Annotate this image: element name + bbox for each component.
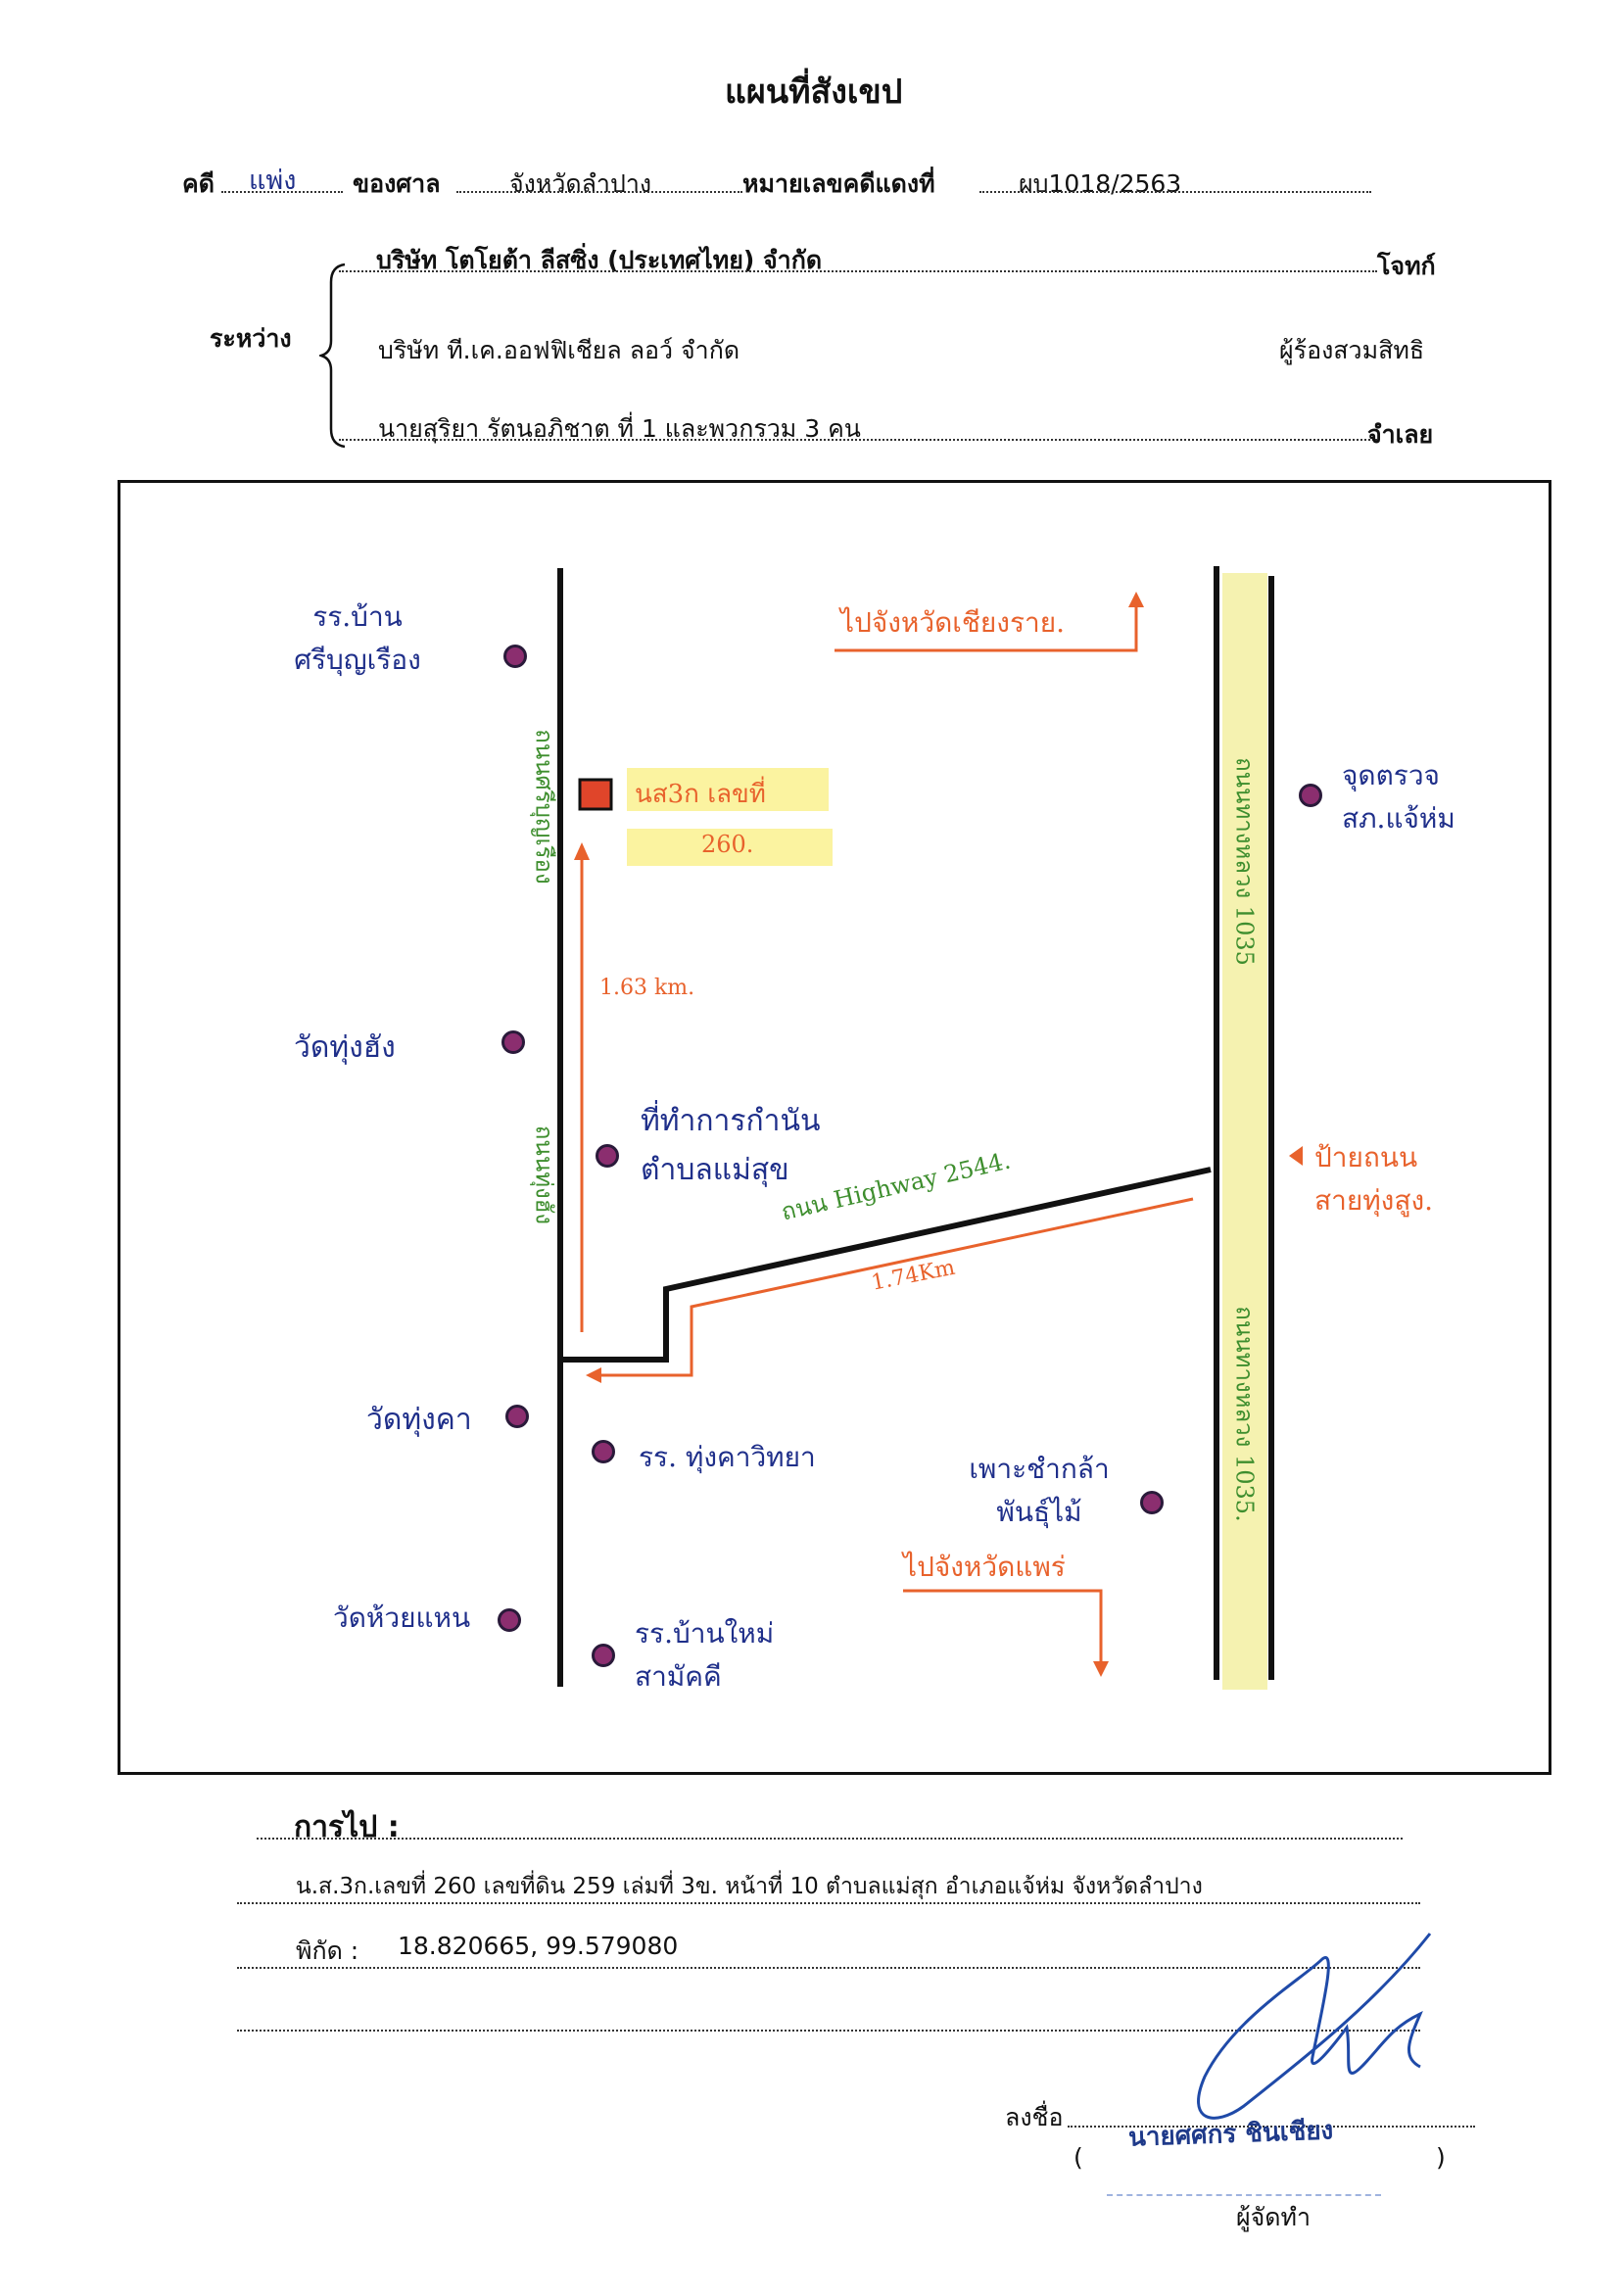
directions-dots xyxy=(257,1838,1403,1840)
coords-value: 18.820665, 99.579080 xyxy=(398,1932,679,1960)
label-road-left-bottom: ถนนทุ่งฮัง xyxy=(530,1124,558,1225)
case-type: แพ่ง xyxy=(249,166,297,196)
signature xyxy=(1197,1933,1432,2120)
sign-dots xyxy=(1068,2126,1475,2128)
label-highway-1035-top: ถนนทางหลวง 1035 xyxy=(1230,757,1259,966)
pin-school-si-bunrueang xyxy=(503,645,527,668)
paren-open: ( xyxy=(1073,2143,1083,2172)
subrogee-role: ผู้ร้องสวมสิทธิ xyxy=(1279,336,1425,364)
defendant-name: นายสุริยา รัตนอภิชาต ที่ 1 และพวกรวม 3 ค… xyxy=(378,414,861,443)
between-label: ระหว่าง xyxy=(210,324,292,353)
label-wat-thung-ching: วัดทุ่งฮัง xyxy=(294,1030,396,1065)
page-title: แผนที่สังเขป xyxy=(725,72,903,112)
case-label: คดี xyxy=(182,169,215,198)
map-frame xyxy=(118,480,1551,1775)
label-nursery: เพาะชำกล้าพันธุ์ไม้ xyxy=(969,1453,1110,1528)
case-no-label: หมายเลขคดีแดงที่ xyxy=(742,169,935,198)
signer-name: นายศศกร ชินเชียง xyxy=(1127,2116,1334,2153)
parcel-marker xyxy=(578,778,613,811)
signer-underline xyxy=(1107,2194,1381,2196)
label-road-sign: ป้ายถนน สายทุ่งสูง. xyxy=(1314,1141,1434,1217)
pin-wat-thung-ching xyxy=(501,1030,525,1054)
label-school-si-bunrueang: รร.บ้าน ศรีบุญเรือง xyxy=(294,600,421,676)
route-to-phrae xyxy=(903,1589,1103,1667)
label-dist-1: 1.63 km. xyxy=(599,976,695,1000)
case-no: ผบ1018/2563 xyxy=(1019,169,1182,198)
parcel-label-highlight xyxy=(627,768,829,811)
pin-checkpoint xyxy=(1299,784,1322,807)
label-kamnan-office: ที่ทำการกำนัน ตำบลแม่สุข xyxy=(641,1104,821,1187)
directions-text-dots xyxy=(237,1902,1420,1904)
pin-wat-huai-waen xyxy=(498,1608,521,1632)
sign-label: ลงชื่อ xyxy=(1005,2103,1064,2131)
paren-close: ) xyxy=(1436,2143,1446,2172)
label-wat-huai-waen: วัดห้วยแหน xyxy=(333,1602,471,1634)
pin-kamnan-office xyxy=(596,1144,619,1168)
case-no-dots xyxy=(979,191,1371,193)
arrow-road-sign xyxy=(1289,1146,1303,1166)
plaintiff-role: โจทก์ xyxy=(1377,252,1436,280)
route-east xyxy=(597,1197,1194,1377)
court-label: ของศาล xyxy=(353,169,441,198)
label-wat-thung-kha: วัดทุ่งคา xyxy=(366,1403,472,1437)
pin-school-thung-kha xyxy=(592,1440,615,1463)
pin-school-ban-mai xyxy=(592,1644,615,1667)
parcel-no-highlight xyxy=(627,829,833,866)
preparer-label: ผู้จัดทำ xyxy=(1236,2203,1312,2231)
defendant-role: จำเลย xyxy=(1367,420,1434,449)
label-checkpoint: จุดตรวจ สภ.แจ้ห่ม xyxy=(1342,759,1455,835)
parcel-label: นส3ก เลขที่ xyxy=(635,780,766,809)
plaintiff-dots xyxy=(339,270,1377,272)
label-to-chiang-rai: ไปจังหวัดเชียงราย. xyxy=(840,606,1066,639)
label-school-ban-mai: รร.บ้านใหม่ สามัคคี xyxy=(635,1617,775,1693)
brace xyxy=(319,263,346,449)
directions-label: การไป : xyxy=(294,1810,400,1844)
plaintiff-name: บริษัท โตโยต้า ลีสซิ่ง (ประเทศไทย) จำกัด xyxy=(376,246,823,274)
highway-2544 xyxy=(562,1167,1212,1363)
arrow-north xyxy=(574,842,590,860)
defendant-dots xyxy=(339,439,1377,441)
label-to-phrae: ไปจังหวัดแพร่ xyxy=(903,1551,1066,1583)
arrow-phrae xyxy=(1093,1661,1109,1677)
coords-dots xyxy=(237,1967,1420,1969)
pin-nursery xyxy=(1140,1491,1164,1514)
arrow-west xyxy=(586,1367,601,1383)
blank-line-dots xyxy=(237,2030,1420,2032)
route-to-chiang-rai xyxy=(835,599,1138,652)
label-highway-1035-bottom: ถนนทางหลวง 1035. xyxy=(1230,1306,1259,1522)
directions-text: น.ส.3ก.เลขที่ 260 เลขที่ดิน 259 เล่มที่ … xyxy=(296,1874,1203,1899)
court-name: จังหวัดลำปาง xyxy=(509,169,652,198)
case-type-dots xyxy=(221,191,343,193)
label-school-thung-kha: รร. ทุ่งคาวิทยา xyxy=(639,1441,816,1473)
subrogee-name: บริษัท ที.เค.ออฟฟิเชียล ลอว์ จำกัด xyxy=(378,336,740,364)
highway-1035-highlight xyxy=(1222,573,1267,1690)
coords-label: พิกัด : xyxy=(296,1937,359,1965)
pin-wat-thung-kha xyxy=(505,1405,529,1428)
label-road-left-top: ถนนศรีบุญเรือง xyxy=(530,729,558,885)
court-dots xyxy=(456,191,742,193)
arrow-chiang-rai xyxy=(1128,592,1144,607)
parcel-no: 260. xyxy=(701,831,754,858)
